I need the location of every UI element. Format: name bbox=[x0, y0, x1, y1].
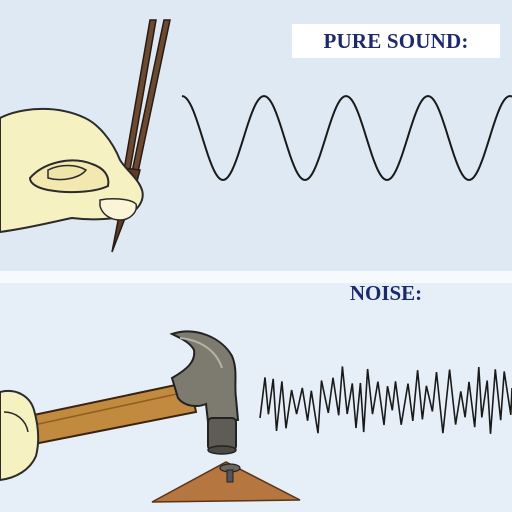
hand-icon bbox=[0, 108, 144, 234]
hammer-icon bbox=[8, 330, 240, 455]
hand-icon bbox=[0, 390, 40, 482]
wood-block-icon bbox=[151, 461, 301, 503]
noise-wave bbox=[259, 366, 512, 434]
noise-panel bbox=[0, 276, 512, 512]
pure-sound-label: PURE SOUND: bbox=[292, 24, 500, 58]
pure-sound-wave bbox=[181, 94, 512, 181]
noise-label: NOISE: bbox=[349, 281, 423, 305]
panel-divider bbox=[0, 271, 512, 283]
nail-icon bbox=[219, 463, 241, 483]
